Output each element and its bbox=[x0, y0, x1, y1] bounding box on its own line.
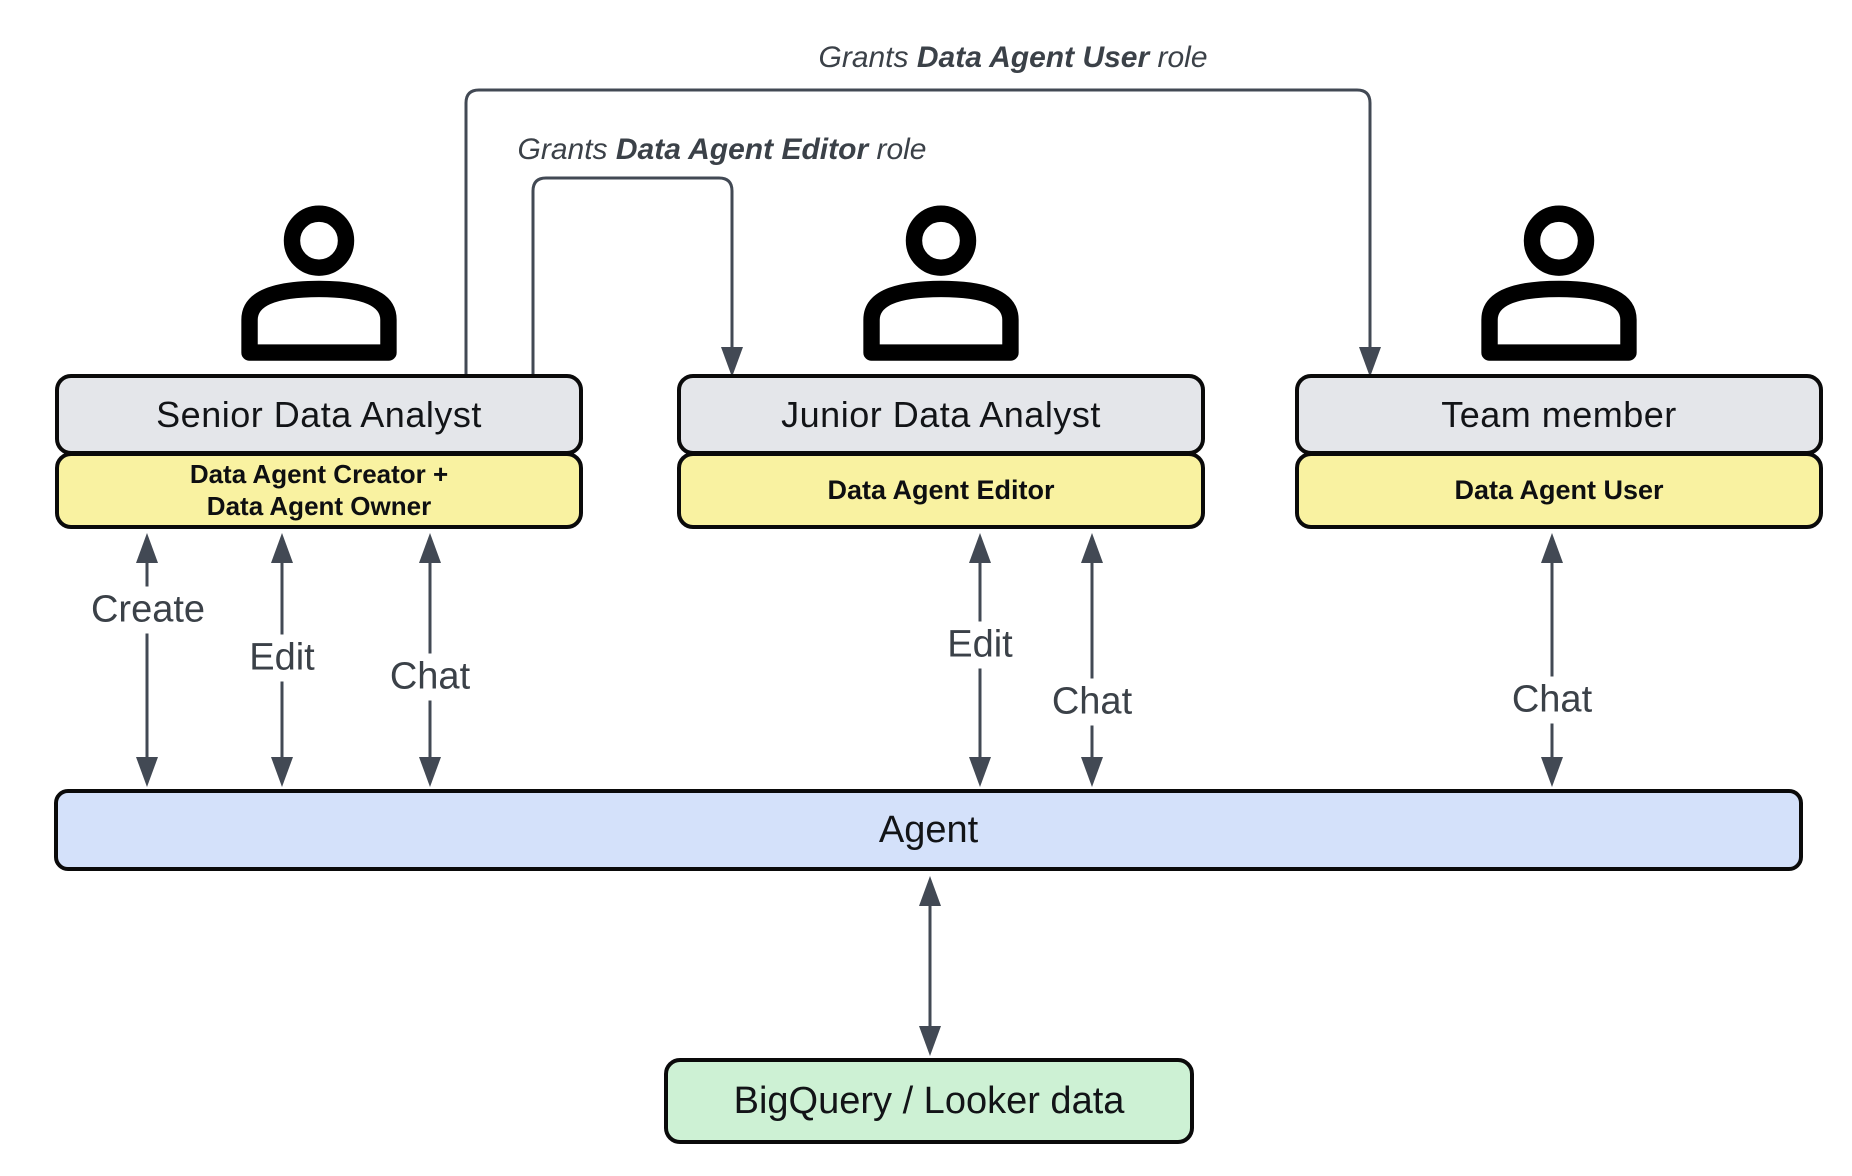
grant-user-suffix: role bbox=[1149, 41, 1208, 74]
chat-label-senior: Chat bbox=[381, 653, 479, 701]
chat-arrow-junior bbox=[1081, 533, 1103, 787]
actor-role-junior-line1: Data Agent Editor bbox=[827, 475, 1055, 506]
actor-role-senior-line2: Data Agent Owner bbox=[206, 490, 432, 521]
actor-title-senior: Senior Data Analyst bbox=[55, 374, 583, 455]
chat-label-junior: Chat bbox=[1043, 678, 1141, 726]
grant-editor-suffix: role bbox=[868, 133, 927, 166]
grant-editor-connector bbox=[531, 176, 743, 377]
create-label: Create bbox=[82, 586, 214, 634]
grant-editor-role-name: Data Agent Editor bbox=[615, 133, 869, 166]
actor-title-senior-label: Senior Data Analyst bbox=[156, 393, 482, 435]
actor-role-team-line1: Data Agent User bbox=[1454, 475, 1664, 506]
actor-title-team: Team member bbox=[1295, 374, 1823, 455]
grant-user-prefix: Grants bbox=[818, 41, 917, 74]
datasource-label: BigQuery / Looker data bbox=[733, 1079, 1125, 1122]
edit-label-senior: Edit bbox=[241, 634, 323, 682]
actor-title-junior-label: Junior Data Analyst bbox=[781, 393, 1101, 435]
agent-label: Agent bbox=[878, 808, 979, 851]
person-icon-senior bbox=[241, 205, 397, 361]
chat-arrow-team bbox=[1541, 533, 1563, 787]
agent-box: Agent bbox=[54, 789, 1803, 871]
actor-role-senior: Data Agent Creator + Data Agent Owner bbox=[55, 452, 583, 529]
chat-label-team: Chat bbox=[1503, 676, 1601, 724]
grant-editor-prefix: Grants bbox=[517, 133, 616, 166]
actor-role-senior-line1: Data Agent Creator + bbox=[189, 458, 449, 489]
person-icon-team bbox=[1481, 205, 1637, 361]
grant-user-connector bbox=[464, 88, 1381, 377]
grant-editor-role-label: Grants Data Agent Editor role bbox=[518, 133, 927, 167]
grant-user-role-name: Data Agent User bbox=[916, 41, 1150, 74]
agent-data-arrow bbox=[919, 876, 941, 1056]
actor-role-junior: Data Agent Editor bbox=[677, 452, 1205, 529]
grant-user-role-label: Grants Data Agent User role bbox=[818, 41, 1207, 75]
create-arrow bbox=[136, 533, 158, 787]
actor-role-team: Data Agent User bbox=[1295, 452, 1823, 529]
person-icon-junior bbox=[863, 205, 1019, 361]
actor-title-junior: Junior Data Analyst bbox=[677, 374, 1205, 455]
actor-title-team-label: Team member bbox=[1441, 393, 1677, 435]
edit-label-junior: Edit bbox=[939, 621, 1021, 669]
datasource-box: BigQuery / Looker data bbox=[664, 1058, 1194, 1144]
